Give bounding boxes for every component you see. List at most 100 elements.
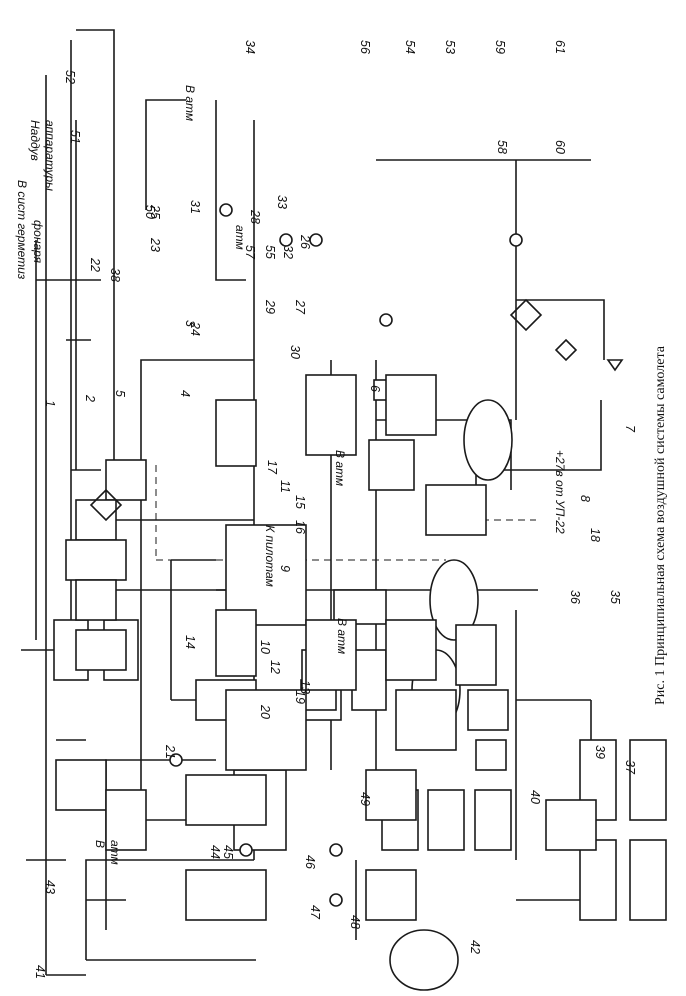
component-10 — [215, 609, 257, 677]
label-56: 56 — [358, 40, 372, 54]
label-24: 24 — [188, 321, 202, 336]
component-20 — [395, 689, 457, 751]
label-39: 39 — [593, 745, 607, 759]
label-8: 8 — [578, 495, 592, 502]
label-12: 12 — [268, 660, 282, 674]
component-number-labels: 1 2 3 4 5 6 7 8 9 10 11 12 13 14 15 16 1… — [33, 40, 637, 979]
label-17: 17 — [265, 460, 279, 475]
label-13: 13 — [298, 680, 312, 694]
valve-27 — [309, 233, 323, 247]
component-19 — [225, 689, 307, 771]
label-32: 32 — [281, 245, 295, 259]
label-51: 51 — [68, 130, 82, 144]
component-35 — [75, 629, 127, 671]
label-27: 27 — [293, 299, 307, 315]
label-38: 38 — [108, 268, 122, 282]
label-33: 33 — [275, 195, 289, 209]
label-v-sist-germetiz: В сист герметиз — [15, 180, 29, 280]
valve-26 — [279, 233, 293, 247]
label-36: 36 — [568, 590, 582, 604]
component-29 — [333, 589, 387, 625]
label-16: 16 — [293, 520, 307, 534]
label-54: 54 — [403, 40, 417, 54]
label-11: 11 — [278, 480, 292, 493]
label-14: 14 — [183, 635, 197, 649]
component-12 — [305, 619, 357, 691]
component-6 — [368, 439, 415, 491]
valve-46 — [329, 843, 343, 857]
component-59 — [629, 739, 667, 821]
label-v-atm-12: В атм — [335, 618, 349, 654]
label-45: 45 — [221, 845, 235, 859]
label-v-atm-15: В атм — [333, 450, 347, 486]
component-18 — [65, 539, 127, 581]
label-10: 10 — [258, 640, 272, 654]
label-52: 52 — [63, 70, 77, 84]
component-24 — [429, 559, 479, 641]
label-28: 28 — [248, 209, 262, 224]
valve-30 — [379, 313, 393, 327]
label-37: 37 — [623, 760, 637, 775]
component-40 — [105, 789, 147, 851]
label-19: 19 — [293, 690, 307, 704]
component-16 — [385, 374, 437, 436]
label-59: 59 — [493, 40, 507, 54]
label-fonarya: фонаря — [31, 220, 45, 264]
label-29: 29 — [263, 299, 277, 314]
figure-caption: Рис. 1 Принципиальная схема воздушной си… — [653, 345, 668, 705]
label-21: 21 — [163, 744, 177, 759]
label-18: 18 — [588, 528, 602, 542]
label-48: 48 — [348, 915, 362, 929]
component-36 — [75, 579, 117, 621]
label-5: 5 — [113, 390, 127, 397]
components — [53, 374, 667, 991]
label-v: В — [93, 840, 107, 848]
component-42 — [389, 929, 459, 991]
label-35: 35 — [608, 590, 622, 604]
component-60 — [579, 839, 617, 921]
label-nadduv: Наддув — [28, 120, 42, 161]
label-57: 57 — [243, 245, 257, 260]
label-53: 53 — [443, 40, 457, 54]
label-34: 34 — [243, 40, 257, 54]
filter-22 — [509, 298, 543, 332]
label-22: 22 — [88, 257, 102, 272]
valve-43 — [239, 843, 253, 857]
component-15 — [305, 374, 357, 456]
label-9: 9 — [278, 565, 292, 572]
label-47: 47 — [308, 905, 322, 920]
label-31: 31 — [188, 200, 202, 214]
component-55 — [351, 649, 387, 711]
label-2: 2 — [83, 394, 97, 402]
component-49 — [365, 769, 417, 821]
valve-39 — [169, 753, 183, 767]
component-21 — [475, 739, 507, 771]
component-37 — [55, 759, 107, 811]
label-41: 41 — [33, 965, 47, 979]
valve-23 — [509, 233, 523, 247]
label-61: 61 — [553, 40, 567, 54]
component-45 — [185, 774, 267, 826]
label-6: 6 — [368, 385, 382, 392]
valve-47 — [329, 893, 343, 907]
label-42: 42 — [468, 940, 482, 954]
component-9 — [225, 524, 307, 626]
label-58: 58 — [495, 140, 509, 154]
valves — [89, 203, 624, 907]
label-1: 1 — [43, 400, 57, 407]
component-11 — [215, 399, 257, 467]
component-25 — [467, 689, 509, 731]
label-apparatury: аппаратуры — [43, 120, 57, 191]
label-26: 26 — [298, 234, 312, 249]
component-17 — [425, 484, 487, 536]
label-23: 23 — [148, 237, 162, 252]
label-50: 50 — [143, 205, 157, 219]
label-43: 43 — [43, 880, 57, 894]
label-4: 4 — [178, 390, 192, 397]
label-46: 46 — [303, 855, 317, 869]
valve-31 — [219, 203, 233, 217]
component-34 — [545, 799, 597, 851]
label-55: 55 — [263, 245, 277, 259]
